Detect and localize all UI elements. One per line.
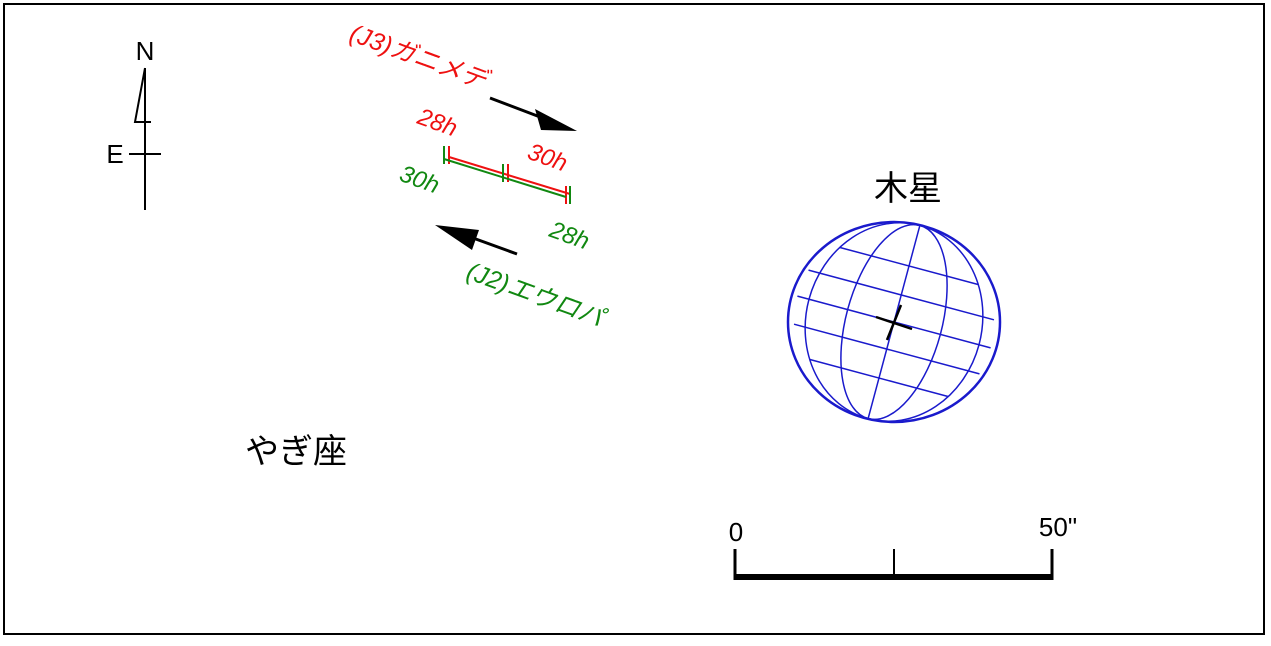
europa-direction-arrow-icon (435, 225, 479, 250)
scale-end-label: 50" (1039, 512, 1077, 542)
compass-north-label: N (136, 36, 155, 66)
ganymede-direction-arrow-icon (535, 109, 577, 131)
north-arrow-icon (133, 67, 151, 123)
constellation-label: やぎ座 (245, 433, 347, 471)
europa-group: 30h 28h (J2)エウロパ (396, 146, 611, 334)
ganymede-group: (J3)ガニメデ 28h 30h (346, 19, 577, 204)
jupiter-grid (793, 222, 995, 422)
jupiter-parallel (808, 269, 995, 321)
jupiter-parallel (809, 358, 949, 398)
ganymede-time-end: 30h (524, 138, 571, 177)
scale-start-label: 0 (729, 517, 743, 547)
jupiter-center-cross-icon (875, 304, 913, 341)
ganymede-time-start: 28h (413, 103, 461, 142)
europa-time-start: 30h (396, 160, 443, 199)
compass: N E (106, 36, 161, 210)
europa-track (443, 158, 567, 198)
jupiter-parallel (839, 246, 979, 286)
jupiter-parallel (793, 323, 980, 375)
jupiter-limb (786, 220, 1002, 424)
chart-frame (3, 3, 1265, 635)
jupiter-group: 木星 (786, 170, 1002, 424)
ganymede-track (448, 156, 571, 195)
compass-east-label: E (106, 139, 123, 169)
europa-label: (J2)エウロパ (463, 257, 611, 334)
jupiter-globe-icon (786, 220, 1002, 424)
jupiter-label: 木星 (874, 170, 942, 208)
europa-time-end: 28h (545, 216, 593, 255)
scale-bar: 0 50" (729, 512, 1077, 580)
ganymede-label: (J3)ガニメデ (346, 19, 494, 96)
